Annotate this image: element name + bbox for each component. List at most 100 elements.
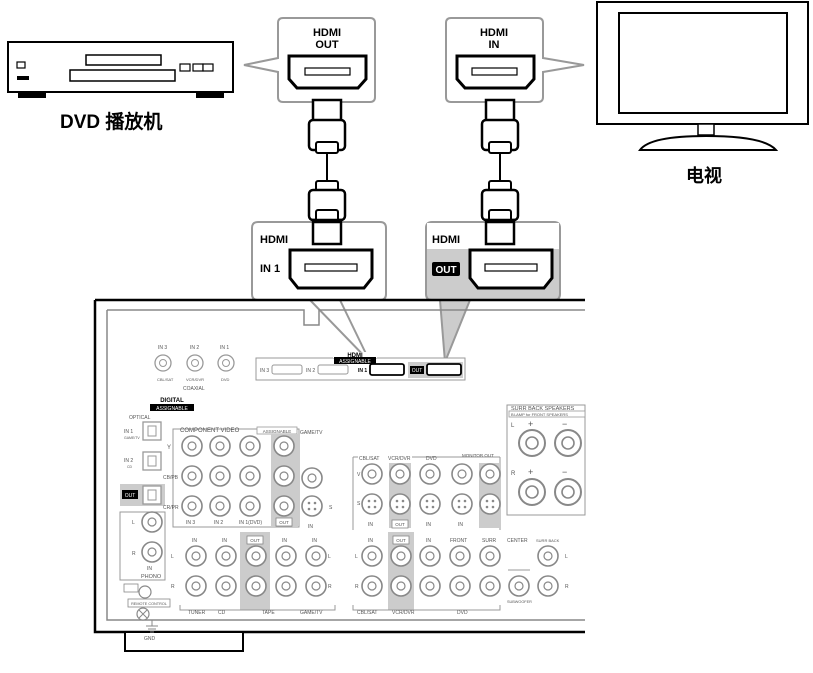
coax-in3: IN 3 <box>158 345 167 351</box>
surr-back-r-minus: − <box>562 467 567 477</box>
video-src-cbl: CBL/SAT <box>359 456 379 462</box>
component-in1dvd: IN 1(DVD) <box>239 520 262 526</box>
receiver-rear-panel <box>93 298 585 652</box>
subwoofer-label: SUBWOOFER <box>507 600 532 604</box>
coax-sub-vcr: VCR/DVR <box>186 377 204 382</box>
audio-top-cd: IN <box>222 538 227 544</box>
video-row-s: S <box>357 501 361 507</box>
surr-back-l-plus: + <box>528 419 533 429</box>
surr-back-r: R <box>511 471 516 477</box>
video-port-in-cbl: IN <box>368 522 373 528</box>
tv-hdmi-in-callout: HDMI IN <box>445 17 585 103</box>
right-top-out-vcr: OUT <box>396 538 406 543</box>
receiver-hdmi-strip: HDMI ASSIGNABLE IN 3 IN 2 IN 1 OUT <box>255 352 466 381</box>
audio-top-tape-out: OUT <box>250 538 260 543</box>
phono-label: PHONO <box>141 574 162 580</box>
audio-label-tape: TAPE <box>262 610 275 616</box>
receiver-video-sources: CBL/SAT VCR/DVR DVD MONITOR OUT V S IN O… <box>352 453 501 530</box>
phono-r: R <box>132 551 136 557</box>
panel-hdmi-out: OUT <box>412 368 423 374</box>
game-tv-s: S <box>329 505 333 511</box>
component-assignable: ASSIGNABLE <box>263 429 292 434</box>
tv-label: 电视 <box>686 165 722 186</box>
video-port-in-dvd: IN <box>458 522 463 528</box>
component-row-y: Y <box>167 445 171 451</box>
receiver-game-tv-video: GAME/TV V S IN <box>300 430 333 530</box>
receiver-coaxial: IN 3 IN 2 IN 1 CBL/SAT VCR/DVR DVD COAXI… <box>154 345 235 392</box>
receiver-out-label: OUT <box>435 265 456 276</box>
audio-l-right: L <box>328 554 331 560</box>
tv-hdmi-label: HDMI <box>480 27 508 39</box>
component-out: OUT <box>279 520 289 525</box>
panel-hdmi-in1: IN 1 <box>358 368 367 374</box>
dvd-hdmi-label: HDMI <box>313 27 341 39</box>
right-top-in-vcr: IN <box>426 538 431 544</box>
game-tv-in: IN <box>308 524 313 530</box>
tv-in-label: IN <box>489 39 500 51</box>
right-label-cbl: CBL/SAT <box>357 610 377 616</box>
right-top-surrback: SURR BACK <box>536 538 560 543</box>
optical-label: OPTICAL <box>129 415 151 421</box>
dvd-out-label: OUT <box>315 39 339 51</box>
surr-back-l-minus: − <box>562 419 567 429</box>
receiver-optical: DIGITAL ASSIGNABLE OPTICAL IN 1 GAME/TV … <box>120 398 194 506</box>
panel-hdmi-in3: IN 3 <box>260 368 269 374</box>
component-in2: IN 2 <box>214 520 223 526</box>
receiver-in1-label: IN 1 <box>260 263 280 275</box>
surr-back-sub: BI-AMP for FRONT SPEAKERS <box>511 412 568 417</box>
audio-top-tape-in: IN <box>282 538 287 544</box>
receiver-hdmi-out-callout: HDMI OUT <box>425 220 561 363</box>
audio-label-game: GAME/TV <box>300 610 323 616</box>
coax-in1: IN 1 <box>220 345 229 351</box>
phono-in: IN <box>147 566 152 572</box>
right-top-front: FRONT <box>450 538 467 544</box>
dvd-hdmi-out-callout: HDMI OUT <box>243 17 376 103</box>
audio-r-right: R <box>328 584 332 590</box>
game-tv-title: GAME/TV <box>300 430 323 436</box>
gnd-label: GND <box>144 636 156 642</box>
coax-label: COAXIAL <box>183 386 205 392</box>
right-label-dvd: DVD <box>457 610 468 616</box>
digital-title: DIGITAL <box>160 398 184 404</box>
receiver-surr-back-speakers: SURR BACK SPEAKERS BI-AMP for FRONT SPEA… <box>506 404 586 516</box>
digital-assignable: ASSIGNABLE <box>156 406 188 412</box>
tv <box>596 1 809 151</box>
video-monitor-out: MONITOR OUT <box>462 453 494 458</box>
audio-l: L <box>171 554 174 560</box>
audio-label-cd: CD <box>218 610 226 616</box>
receiver-in-hdmi-label: HDMI <box>260 234 288 246</box>
coax-in2: IN 2 <box>190 345 199 351</box>
optical-in1: IN 1 <box>124 429 133 435</box>
video-src-dvd: DVD <box>426 456 437 462</box>
surr-back-title: SURR BACK SPEAKERS <box>511 406 575 412</box>
optical-in1-sub: GAME/TV <box>124 436 140 440</box>
coax-sub-dvd: DVD <box>221 377 230 382</box>
component-title: COMPONENT VIDEO <box>180 428 240 434</box>
right-audio-r: R <box>355 584 359 590</box>
right-top-center: CENTER <box>507 538 528 544</box>
optical-out: OUT <box>125 493 136 499</box>
audio-top-tuner: IN <box>192 538 197 544</box>
audio-top-game: IN <box>312 538 317 544</box>
component-in3: IN 3 <box>186 520 195 526</box>
panel-hdmi-title: HDMI <box>347 353 363 359</box>
receiver-out-hdmi-label: HDMI <box>432 234 460 246</box>
video-port-out-vcr: OUT <box>395 522 405 527</box>
surr-back-l: L <box>511 423 515 429</box>
panel-hdmi-assignable: ASSIGNABLE <box>339 359 371 365</box>
component-row-cb: CB/PB <box>163 475 179 481</box>
panel-hdmi-in2: IN 2 <box>306 368 315 374</box>
coax-sub-cbl: CBL/SAT <box>157 377 174 382</box>
phono-l: L <box>132 520 135 526</box>
surr-back-r-plus: + <box>528 467 533 477</box>
receiver-hdmi-in1-callout: HDMI IN 1 <box>251 220 387 363</box>
right-label-vcr: VCR/DVR <box>392 610 415 616</box>
right-audio-l2: L <box>565 554 568 560</box>
video-row-v: V <box>357 472 361 478</box>
video-port-in-vcr: IN <box>426 522 431 528</box>
video-src-vcr: VCR/DVR <box>388 456 411 462</box>
right-audio-l: L <box>355 554 358 560</box>
receiver-component-video: COMPONENT VIDEO ASSIGNABLE Y CB/PB CR/PR… <box>163 426 300 528</box>
right-audio-r2: R <box>565 584 569 590</box>
